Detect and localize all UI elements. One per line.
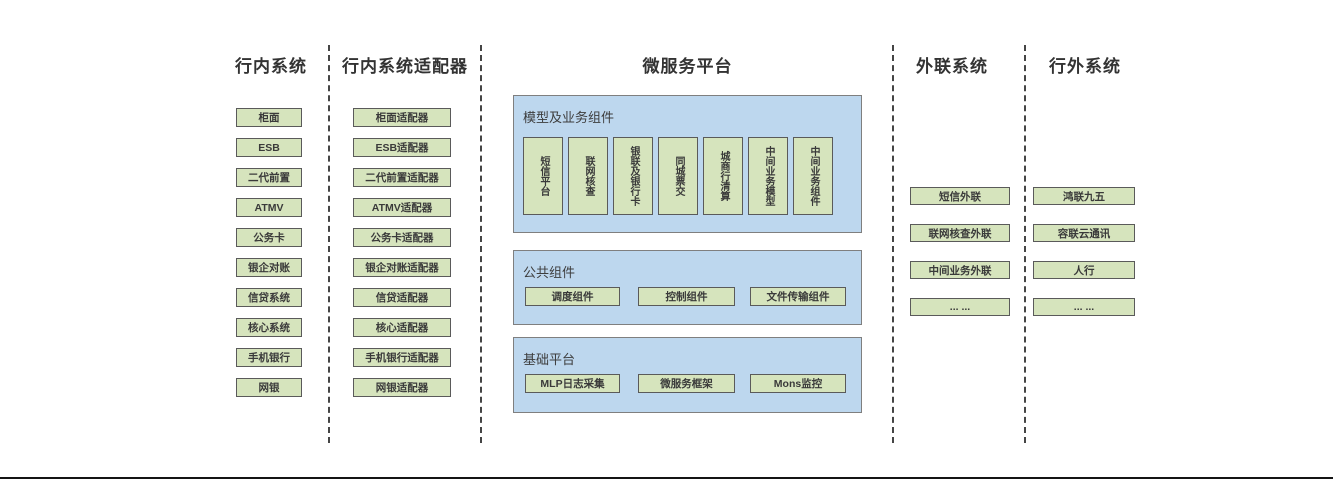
- system-box: 柜面: [236, 108, 302, 127]
- component-box: 中间业务组件: [793, 137, 833, 215]
- bottom-divider-line: [0, 477, 1333, 479]
- system-box: ESB: [236, 138, 302, 157]
- system-box: 公务卡: [236, 228, 302, 247]
- column-divider: [892, 45, 894, 443]
- column-title-internal-adapters: 行内系统适配器: [342, 57, 468, 76]
- adapter-box: ATMV适配器: [353, 198, 451, 217]
- external-box: 鸿联九五: [1033, 187, 1135, 205]
- group-label-base: 基础平台: [523, 352, 576, 367]
- component-box: 文件传输组件: [750, 287, 846, 306]
- column-title-microservice-platform: 微服务平台: [642, 57, 733, 76]
- adapter-box: 柜面适配器: [353, 108, 451, 127]
- component-box: 调度组件: [525, 287, 620, 306]
- column-divider: [328, 45, 330, 443]
- component-box: 短信平台: [523, 137, 563, 215]
- system-box: 核心系统: [236, 318, 302, 337]
- column-divider: [1024, 45, 1026, 443]
- external-box: 人行: [1033, 261, 1135, 279]
- adapter-box: 网银适配器: [353, 378, 451, 397]
- component-box: MLP日志采集: [525, 374, 620, 393]
- outreach-box: ... ...: [910, 298, 1010, 316]
- column-divider: [480, 45, 482, 443]
- component-box: 同城票交: [658, 137, 698, 215]
- adapter-box: 银企对账适配器: [353, 258, 451, 277]
- outreach-box: 中间业务外联: [910, 261, 1010, 279]
- component-box: Mons监控: [750, 374, 846, 393]
- outreach-box: 短信外联: [910, 187, 1010, 205]
- external-box: ... ...: [1033, 298, 1135, 316]
- adapter-box: ESB适配器: [353, 138, 451, 157]
- component-box: 微服务框架: [638, 374, 735, 393]
- system-box: 银企对账: [236, 258, 302, 277]
- component-box: 联网核查: [568, 137, 608, 215]
- adapter-box: 核心适配器: [353, 318, 451, 337]
- group-label-common: 公共组件: [523, 265, 576, 280]
- system-box: 手机银行: [236, 348, 302, 367]
- component-box: 中间业务模型: [748, 137, 788, 215]
- system-box: ATMV: [236, 198, 302, 217]
- adapter-box: 公务卡适配器: [353, 228, 451, 247]
- column-title-external-systems: 行外系统: [1049, 57, 1121, 76]
- system-box: 信贷系统: [236, 288, 302, 307]
- system-box: 网银: [236, 378, 302, 397]
- adapter-box: 手机银行适配器: [353, 348, 451, 367]
- component-box: 控制组件: [638, 287, 735, 306]
- column-title-internal-systems: 行内系统: [235, 57, 307, 76]
- group-label-model-business: 模型及业务组件: [523, 110, 615, 125]
- component-box: 银联及银行卡: [613, 137, 653, 215]
- component-box: 城商行清算: [703, 137, 743, 215]
- column-title-outreach-systems: 外联系统: [916, 57, 988, 76]
- adapter-box: 二代前置适配器: [353, 168, 451, 187]
- adapter-box: 信贷适配器: [353, 288, 451, 307]
- external-box: 容联云通讯: [1033, 224, 1135, 242]
- outreach-box: 联网核查外联: [910, 224, 1010, 242]
- system-box: 二代前置: [236, 168, 302, 187]
